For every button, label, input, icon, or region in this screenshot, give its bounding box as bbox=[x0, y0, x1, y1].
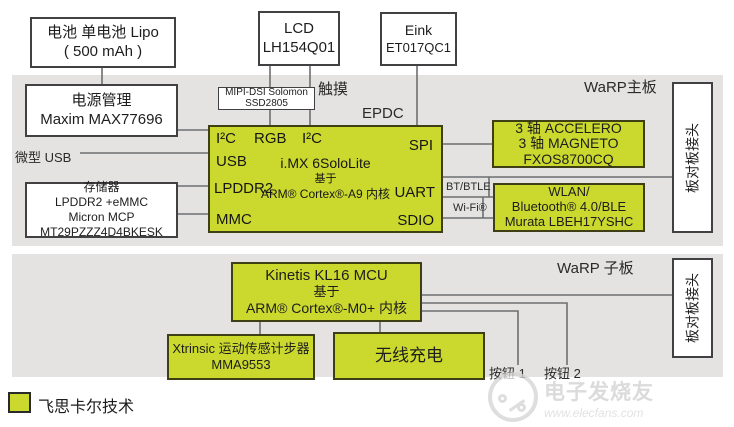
micro-usb-label: 微型 USB bbox=[15, 150, 72, 165]
button2-label: 按钮 2 bbox=[544, 366, 581, 381]
watermark: 电子发烧友 www.elecfans.com bbox=[488, 372, 654, 422]
storage-line1: 存储器 bbox=[83, 180, 120, 194]
storage-line2: LPDDR2 +eMMC bbox=[54, 195, 149, 209]
port-rgb: RGB bbox=[254, 130, 287, 147]
mipi-line2: SSD2805 bbox=[245, 97, 288, 109]
eink-line2: ET017QC1 bbox=[385, 39, 452, 55]
lcd-line2: LH154Q01 bbox=[262, 38, 336, 56]
xtrinsic-line2: MMA9553 bbox=[211, 357, 271, 372]
accelerometer-box: 3 轴 ACCELERO 3 轴 MAGNETO FXOS8700CQ bbox=[492, 120, 645, 168]
eink-box: Eink ET017QC1 bbox=[380, 12, 457, 66]
watermark-name: 电子发烧友 bbox=[544, 381, 654, 404]
imx-soc-box: I²C RGB I²C SPI USB LPDDR2 UART MMC SDIO… bbox=[208, 125, 443, 233]
eink-line1: Eink bbox=[404, 22, 433, 39]
bt-btle-label: BT/BTLE bbox=[446, 181, 491, 193]
port-usb: USB bbox=[216, 153, 247, 170]
main-board-connector: 板对板接头 bbox=[672, 82, 713, 233]
daughter-board-title: WaRP 子板 bbox=[557, 260, 634, 277]
power-line2: Maxim MAX77696 bbox=[40, 110, 163, 128]
lcd-box: LCD LH154Q01 bbox=[258, 11, 340, 66]
port-lpddr2: LPDDR2 bbox=[214, 180, 274, 197]
main-connector-label: 板对板接头 bbox=[683, 122, 700, 193]
port-uart: UART bbox=[394, 184, 435, 201]
port-spi: SPI bbox=[408, 137, 433, 154]
storage-line4: MT29PZZZ4D4BKESK bbox=[40, 225, 163, 239]
port-mmc: MMC bbox=[216, 211, 252, 228]
mipi-line1: MIPI-DSI Solomon bbox=[225, 87, 308, 98]
watermark-url: www.elecfans.com bbox=[544, 406, 644, 420]
xtrinsic-sensor-box: Xtrinsic 运动传感计步器 MMA9553 bbox=[167, 334, 315, 380]
accel-line3: FXOS8700CQ bbox=[523, 150, 614, 167]
wlan-box: WLAN/ Bluetooth® 4.0/BLE Murata LBEH17YS… bbox=[493, 183, 645, 232]
port-i2c-top: I²C bbox=[302, 130, 322, 147]
kinetis-line1: Kinetis KL16 MCU bbox=[265, 267, 388, 285]
kinetis-line3: ARM® Cortex®-M0+ 内核 bbox=[245, 300, 408, 317]
wlan-line1: WLAN/ bbox=[548, 184, 590, 200]
wireless-line1: 无线充电 bbox=[375, 346, 443, 366]
battery-line1: 电池 单电池 Lipo bbox=[47, 23, 159, 41]
battery-line2: ( 500 mAh ) bbox=[63, 42, 143, 60]
wifi-label: Wi-Fi® bbox=[453, 202, 487, 214]
port-i2c-left: I²C bbox=[216, 130, 236, 147]
daughter-connector-label: 板对板接头 bbox=[683, 273, 700, 343]
soc-subtitle1: 基于 bbox=[314, 173, 337, 185]
power-management-box: 电源管理 Maxim MAX77696 bbox=[25, 84, 178, 137]
soc-title: i.MX 6SoloLite bbox=[280, 155, 371, 171]
legend-swatch bbox=[8, 392, 31, 413]
wireless-charging-box: 无线充电 bbox=[333, 332, 485, 380]
kinetis-line2: 基于 bbox=[313, 284, 340, 300]
legend-label: 飞思卡尔技术 bbox=[38, 399, 135, 416]
mipi-dsi-box: MIPI-DSI Solomon SSD2805 bbox=[218, 87, 315, 110]
main-board-title: WaRP主板 bbox=[584, 79, 657, 96]
soc-subtitle2: ARM® Cortex®-A9 内核 bbox=[260, 187, 391, 201]
daughter-board-connector: 板对板接头 bbox=[672, 258, 713, 358]
epdc-label: EPDC bbox=[362, 105, 404, 122]
accel-line1: 3 轴 ACCELERO bbox=[515, 119, 622, 136]
storage-line3: Micron MCP bbox=[68, 210, 135, 224]
port-sdio: SDIO bbox=[397, 212, 434, 229]
wlan-line3: Murata LBEH17YSHC bbox=[504, 213, 634, 229]
touch-label: 触摸 bbox=[318, 81, 349, 98]
elecfans-logo-icon bbox=[488, 372, 538, 422]
storage-box: 存储器 LPDDR2 +eMMC Micron MCP MT29PZZZ4D4B… bbox=[25, 180, 178, 239]
battery-box: 电池 单电池 Lipo ( 500 mAh ) bbox=[30, 17, 176, 68]
lcd-line1: LCD bbox=[283, 19, 314, 37]
wlan-line2: Bluetooth® 4.0/BLE bbox=[511, 199, 627, 215]
kinetis-mcu-box: Kinetis KL16 MCU 基于 ARM® Cortex®-M0+ 内核 bbox=[231, 262, 422, 322]
accel-line2: 3 轴 MAGNETO bbox=[518, 135, 619, 152]
xtrinsic-line1: Xtrinsic 运动传感计步器 bbox=[172, 340, 310, 356]
power-line1: 电源管理 bbox=[71, 91, 132, 109]
